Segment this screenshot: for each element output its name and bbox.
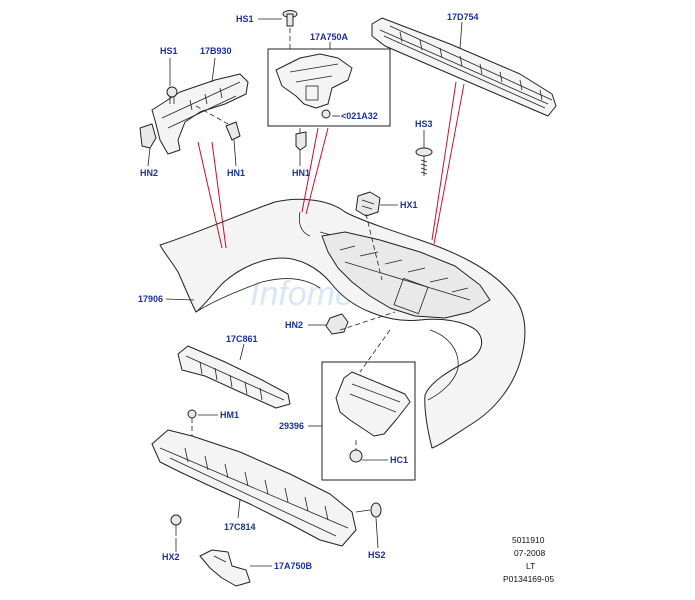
label-hx1: HX1 bbox=[400, 200, 418, 210]
label-17c814: 17C814 bbox=[224, 522, 256, 532]
label-hc1: HC1 bbox=[390, 455, 408, 465]
footer-date: 07-2008 bbox=[514, 548, 545, 558]
label-021a32: <021A32 bbox=[341, 111, 378, 121]
footer-ref: P0134169-05 bbox=[503, 574, 554, 584]
label-hm1: HM1 bbox=[220, 410, 239, 420]
label-17a750a: 17A750A bbox=[310, 32, 349, 42]
label-17906: 17906 bbox=[138, 294, 163, 304]
ref-line-1 bbox=[197, 141, 223, 249]
bracket-17b930 bbox=[139, 73, 249, 155]
leader-hs2 bbox=[375, 517, 379, 549]
ref-line-2 bbox=[211, 141, 227, 249]
bracket-17a750b bbox=[199, 549, 251, 587]
screw-hs2 bbox=[355, 502, 382, 518]
bracket-17a750a bbox=[275, 53, 353, 119]
screw-hs1-top bbox=[282, 10, 298, 50]
label-hn2-mid: HN2 bbox=[285, 320, 303, 330]
detail-box-17a750a bbox=[267, 48, 391, 127]
label-hs1-top: HS1 bbox=[236, 14, 254, 24]
label-17d754: 17D754 bbox=[447, 12, 479, 22]
step-pad bbox=[371, 17, 557, 117]
label-hs1-left: HS1 bbox=[160, 46, 178, 56]
ref-line-5 bbox=[431, 81, 457, 241]
assembly-line-1 bbox=[365, 213, 383, 281]
ref-line-3 bbox=[301, 127, 319, 213]
bracket-29396 bbox=[335, 371, 411, 463]
footer-market: LT bbox=[526, 561, 535, 571]
leader-17c861 bbox=[239, 343, 245, 361]
bracket-17c861 bbox=[177, 345, 291, 409]
label-17c861: 17C861 bbox=[226, 334, 258, 344]
fastener-hx2 bbox=[170, 514, 182, 536]
leader-hn2-top bbox=[147, 147, 151, 167]
label-hn1-mid: HN1 bbox=[292, 168, 310, 178]
leader-hn1-left bbox=[233, 139, 237, 167]
detail-box-29396 bbox=[321, 361, 416, 481]
assembly-line-2 bbox=[339, 311, 396, 331]
screw-hs3 bbox=[415, 147, 433, 176]
clip-hn1-left bbox=[195, 105, 241, 141]
label-hs3: HS3 bbox=[415, 119, 433, 129]
ref-line-6 bbox=[433, 83, 465, 245]
assembly-line-3 bbox=[359, 329, 391, 373]
label-hx2: HX2 bbox=[162, 552, 180, 562]
bumper-cover bbox=[159, 191, 526, 449]
label-hn1-left: HN1 bbox=[227, 168, 245, 178]
clip-hn1-mid bbox=[295, 128, 307, 151]
ref-line-4 bbox=[305, 127, 329, 215]
label-hs2: HS2 bbox=[368, 550, 386, 560]
leader-17c814 bbox=[237, 499, 241, 519]
label-29396: 29396 bbox=[279, 421, 304, 431]
label-hn2-top: HN2 bbox=[140, 168, 158, 178]
footer-code: 5011910 bbox=[512, 535, 545, 545]
label-17a750b: 17A750B bbox=[274, 561, 313, 571]
label-17b930: 17B930 bbox=[200, 46, 232, 56]
leader-17d754 bbox=[459, 21, 463, 49]
beam-17c814 bbox=[151, 409, 357, 547]
leader-17906 bbox=[165, 298, 195, 301]
leader-17b930 bbox=[211, 57, 216, 83]
